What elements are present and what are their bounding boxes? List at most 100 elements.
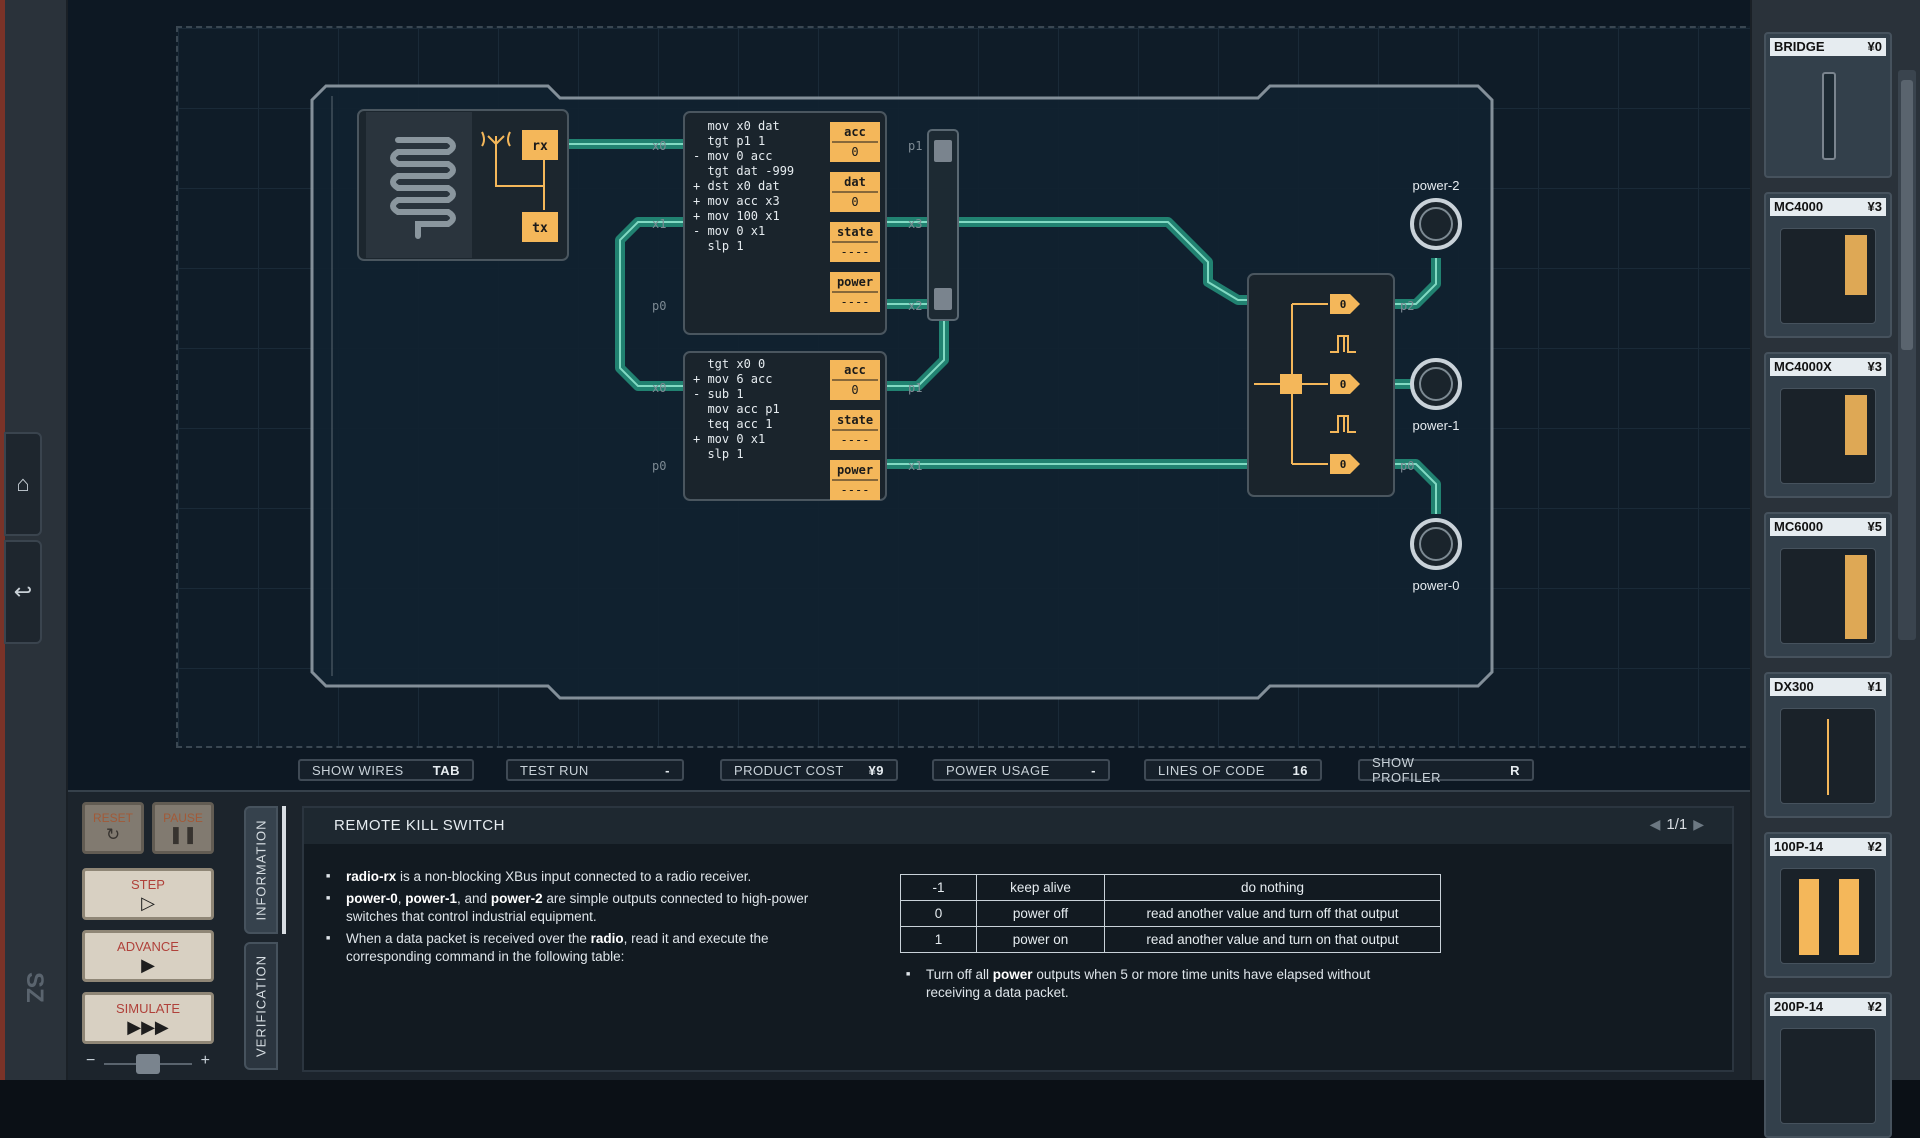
- show-wires-toggle[interactable]: SHOW WIRES TAB: [298, 759, 474, 781]
- reset-button[interactable]: RESET ↻: [82, 802, 144, 854]
- speed-minus[interactable]: −: [86, 1052, 96, 1069]
- prev-page-icon[interactable]: ◀: [1649, 816, 1661, 832]
- part-title: MC4000¥3: [1770, 198, 1886, 216]
- code-line[interactable]: tgt dat -999: [693, 164, 794, 178]
- dx300-part[interactable]: 000: [1247, 273, 1395, 497]
- bottom-panel: RESET ↻ PAUSE ❚❚ STEP ▷ ADVANCE ▶ SIMULA…: [68, 790, 1750, 1080]
- mc6000-b-code: tgt x0 0+ mov 6 acc- sub 1 mov acc p1 te…: [693, 357, 780, 461]
- speed-knob[interactable]: [136, 1054, 160, 1074]
- register-label: acc: [844, 125, 866, 139]
- simulate-button[interactable]: SIMULATE ▶▶▶: [82, 992, 214, 1044]
- description-list: radio-rx is a non-blocking XBus input co…: [326, 868, 846, 970]
- dx300-output-value: 0: [1340, 458, 1347, 471]
- power-output-label: power-2: [1413, 178, 1460, 193]
- code-line[interactable]: teq acc 1: [693, 417, 772, 431]
- note-item: Turn off all power outputs when 5 or mor…: [906, 966, 1426, 1002]
- code-line[interactable]: + mov acc x3: [693, 194, 780, 208]
- port-label: p2: [1400, 299, 1414, 313]
- dx300-output: [1330, 454, 1360, 474]
- game-logo: SZ: [21, 972, 48, 1003]
- code-line[interactable]: slp 1: [693, 447, 744, 461]
- command-cell: read another value and turn off that out…: [1104, 900, 1441, 927]
- bridge-part[interactable]: [927, 129, 959, 321]
- puzzle-title: REMOTE KILL SWITCH: [334, 817, 505, 834]
- active-tab-indicator: [282, 806, 286, 934]
- circuit-board-area[interactable]: rx tx mov x0 dat tgt p1 1- mov 0 acc tgt…: [68, 0, 1776, 790]
- information-panel: REMOTE KILL SWITCH ◀1/1▶ radio-rx is a n…: [302, 806, 1734, 1072]
- dx300-output-value: 0: [1340, 378, 1347, 391]
- show-profiler-toggle[interactable]: SHOW PROFILER R: [1358, 755, 1534, 785]
- game-window: ⌂ ↩ SZ: [0, 0, 1920, 1080]
- code-line[interactable]: - mov 0 x1: [693, 224, 765, 238]
- left-sidebar: ⌂ ↩ SZ: [0, 0, 68, 1080]
- part-preview: [1780, 548, 1876, 644]
- port-label: x0: [652, 139, 666, 153]
- part-mc4000[interactable]: MC4000¥3: [1764, 192, 1892, 338]
- part-mc6000[interactable]: MC6000¥5: [1764, 512, 1892, 658]
- command-cell: 0: [900, 900, 977, 927]
- part-dx300[interactable]: DX300¥1: [1764, 672, 1892, 818]
- part-preview: [1780, 1028, 1876, 1124]
- advance-button[interactable]: ADVANCE ▶: [82, 930, 214, 982]
- part-title: DX300¥1: [1770, 678, 1886, 696]
- part-100p-14[interactable]: 100P-14¥2: [1764, 832, 1892, 978]
- command-cell: power off: [976, 900, 1105, 927]
- part-200p-14[interactable]: 200P-14¥2: [1764, 992, 1892, 1138]
- register-value: 0: [851, 195, 858, 209]
- reset-icon: ↻: [105, 825, 121, 844]
- speed-plus[interactable]: +: [200, 1052, 210, 1069]
- part-title: MC6000¥5: [1770, 518, 1886, 536]
- undo-button[interactable]: ↩: [4, 540, 42, 644]
- product-cost-stat: PRODUCT COST ¥9: [720, 759, 898, 781]
- port-label: p0: [652, 459, 666, 473]
- tab-information[interactable]: INFORMATION: [244, 806, 278, 934]
- simulation-speed-slider[interactable]: − +: [82, 1052, 214, 1074]
- part-preview: [1780, 388, 1876, 484]
- code-line[interactable]: tgt x0 0: [693, 357, 765, 371]
- code-line[interactable]: - sub 1: [693, 387, 744, 401]
- power-output-label: power-0: [1413, 578, 1460, 593]
- port-label: x2: [908, 299, 922, 313]
- part-mc4000x[interactable]: MC4000X¥3: [1764, 352, 1892, 498]
- simulate-icon: ▶▶▶: [127, 1017, 169, 1037]
- code-line[interactable]: mov x0 dat: [693, 119, 780, 133]
- part-bridge[interactable]: BRIDGE¥0: [1764, 32, 1892, 178]
- register-label: acc: [844, 363, 866, 377]
- parts-palette: BRIDGE¥0 MC4000¥3 MC4000X¥3 MC6000¥5 DX3…: [1750, 0, 1920, 1138]
- code-line[interactable]: tgt p1 1: [693, 134, 765, 148]
- register-value: ----: [841, 483, 870, 497]
- status-bar: SHOW WIRES TAB TEST RUN - PRODUCT COST ¥…: [68, 755, 1750, 785]
- parts-scrollbar[interactable]: [1898, 70, 1916, 640]
- code-line[interactable]: - mov 0 acc: [693, 149, 772, 163]
- radio-module[interactable]: rx tx: [357, 109, 569, 261]
- port-label: x3: [908, 217, 922, 231]
- command-cell: 1: [900, 926, 977, 953]
- mc6000-b[interactable]: tgt x0 0+ mov 6 acc- sub 1 mov acc p1 te…: [683, 351, 887, 501]
- radio-tx-label: tx: [532, 221, 548, 236]
- page-indicator: ◀1/1▶: [1649, 816, 1704, 833]
- port-label: p1: [908, 381, 922, 395]
- code-line[interactable]: mov acc p1: [693, 402, 780, 416]
- code-line[interactable]: + mov 100 x1: [693, 209, 780, 223]
- circuit-canvas[interactable]: rx tx mov x0 dat tgt p1 1- mov 0 acc tgt…: [68, 0, 1750, 756]
- code-line[interactable]: + mov 0 x1: [693, 432, 765, 446]
- tab-verification[interactable]: VERIFICATION: [244, 942, 278, 1070]
- home-button[interactable]: ⌂: [4, 432, 42, 536]
- dx300-output: [1330, 294, 1360, 314]
- part-title: MC4000X¥3: [1770, 358, 1886, 376]
- pause-button[interactable]: PAUSE ❚❚: [152, 802, 214, 854]
- register-value: 0: [851, 145, 858, 159]
- info-header: REMOTE KILL SWITCH ◀1/1▶: [304, 808, 1732, 844]
- step-button[interactable]: STEP ▷: [82, 868, 214, 920]
- code-line[interactable]: + dst x0 dat: [693, 179, 780, 193]
- undo-icon: ↩: [13, 579, 33, 604]
- mc6000-a[interactable]: mov x0 dat tgt p1 1- mov 0 acc tgt dat -…: [683, 111, 887, 335]
- code-line[interactable]: slp 1: [693, 239, 744, 253]
- register-label: power: [837, 463, 873, 477]
- port-label: x0: [652, 381, 666, 395]
- next-page-icon[interactable]: ▶: [1693, 816, 1704, 832]
- code-line[interactable]: + mov 6 acc: [693, 372, 772, 386]
- description-item: radio-rx is a non-blocking XBus input co…: [326, 868, 846, 886]
- port-label: x1: [652, 217, 666, 231]
